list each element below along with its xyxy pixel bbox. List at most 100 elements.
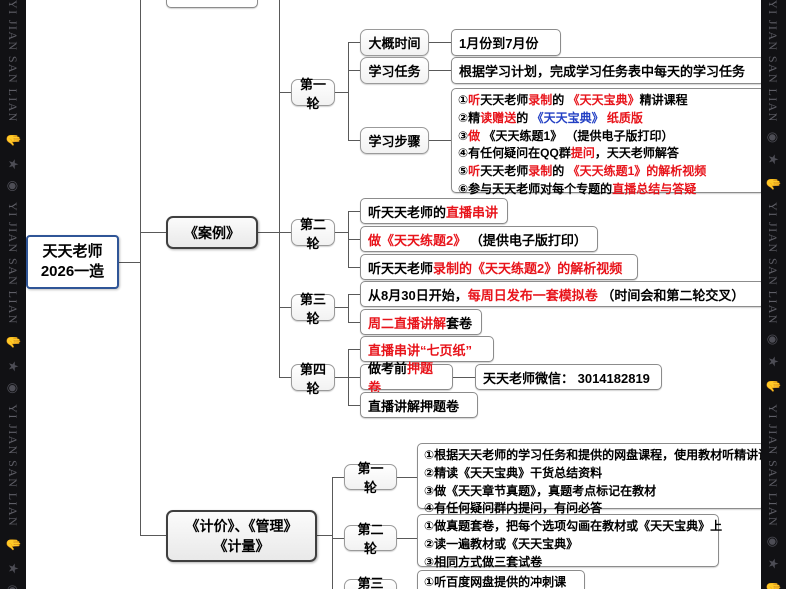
node-case-r3-item-1[interactable]: 从8月30日开始，每周日发布一套模拟卷 （时间会和第二轮交叉）	[360, 281, 765, 307]
connector	[348, 70, 360, 71]
connector	[348, 42, 360, 43]
star-icon: ★	[6, 360, 21, 374]
node-case-r2-item-3[interactable]: 听天天老师录制的《天天练题2》的解析视频	[360, 254, 638, 280]
connector	[348, 211, 360, 212]
study-step-line: ⑥参与天天老师对每个专题的直播总结与答疑	[458, 181, 758, 199]
connector	[453, 377, 475, 378]
step-number: ②	[458, 110, 469, 125]
node-rough-time-value[interactable]: 1月份到7月份	[451, 29, 561, 56]
thumbs-up-icon: ✋	[766, 175, 781, 194]
star-icon: ★	[766, 355, 781, 369]
node-case-round-2[interactable]: 第二轮	[291, 217, 335, 251]
node-case-round-3[interactable]: 第三轮	[291, 292, 335, 326]
watermark-text: YI JIAN SAN LIAN	[766, 0, 781, 123]
connector	[429, 42, 451, 43]
study-step-line: ④有任何疑问在QQ群提问，天天老师解答	[458, 145, 758, 163]
connector	[397, 477, 417, 478]
thumbs-up-icon: ✋	[6, 536, 21, 554]
node-case-r4-item-3[interactable]: 直播讲解押题卷	[360, 392, 478, 418]
connector	[334, 307, 348, 308]
node-root[interactable]: 天天老师 2026一造	[26, 235, 119, 289]
text-run: 直播讲解押题卷	[368, 398, 460, 414]
text-run: 直播串讲	[446, 204, 499, 220]
leaf-text: 听天天老师的直播串讲	[361, 202, 507, 221]
node-pricing-round-1[interactable]: 第一轮	[344, 461, 397, 495]
step-number: ⑤	[458, 164, 469, 178]
star-icon: ★	[766, 153, 781, 167]
watermark-strip: YI JIAN SAN LIAN ◉ ★ ✋ YI JIAN SAN LIAN …	[761, 0, 786, 589]
connector	[348, 377, 360, 378]
branch-pricing-line-2: 《计量》	[213, 538, 270, 554]
coin-icon: ◉	[5, 585, 21, 589]
node-case-round-1[interactable]: 第一轮	[291, 77, 335, 111]
node-study-task-value[interactable]: 根据学习计划，完成学习任务表中每天的学习任务	[451, 57, 765, 84]
text-run: 精	[468, 110, 481, 125]
node-study-steps-label[interactable]: 学习步骤	[360, 127, 429, 154]
connector	[348, 140, 360, 141]
text-run: 做考前	[368, 361, 408, 376]
node-rough-time-label[interactable]: 大概时间	[360, 29, 429, 56]
node-pricing-r3-list[interactable]: ①听百度网盘提供的冲刺课	[417, 570, 585, 589]
connector	[348, 239, 360, 240]
watermark-text: YI JIAN SAN LIAN	[766, 404, 781, 528]
star-icon: ★	[766, 557, 781, 571]
star-icon: ★	[6, 562, 21, 576]
text-run: 的	[552, 164, 568, 178]
node-wechat-contact[interactable]: 天天老师微信： 3014182819	[475, 364, 662, 390]
text-run: 录制的《天天练题2》的解析视频	[433, 260, 623, 276]
node-case-r3-item-2[interactable]: 周二直播讲解套卷	[360, 309, 482, 335]
text-run: 套卷	[446, 315, 473, 331]
node-case-r4-item-2[interactable]: 做考前押题卷	[360, 361, 453, 395]
round-1-label: 第一轮	[357, 461, 384, 495]
thumbs-up-icon: ✋	[6, 333, 21, 352]
connector	[397, 538, 417, 539]
text-run: 的	[552, 93, 568, 107]
pricing-r3-line: ①听百度网盘提供的冲刺课	[424, 575, 567, 589]
pricing-r1-line: ④有任何疑问群内提问，有问必答	[424, 501, 603, 516]
round-2-label: 第二轮	[357, 522, 384, 556]
study-steps-label: 学习步骤	[368, 134, 421, 149]
node-case-round-4[interactable]: 第四轮	[291, 362, 335, 396]
text-run: 直播总结与答疑	[612, 181, 697, 196]
connector	[118, 262, 140, 263]
connector	[279, 92, 291, 93]
text-run: 精讲课程	[639, 93, 688, 107]
connector	[279, 232, 280, 377]
pricing-r1-line: ①根据天天老师的学习任务和提供的网盘课程，使用教材听精讲课程	[424, 448, 783, 462]
text-run: 押题卷	[368, 361, 434, 395]
pricing-r2-line: ②读一遍教材或《天天宝典》	[424, 536, 579, 551]
node-case-r2-item-1[interactable]: 听天天老师的直播串讲	[360, 198, 508, 224]
text-run: 从8月30日开始，	[368, 287, 468, 303]
thumbs-up-icon: ✋	[766, 579, 781, 589]
leaf-text: 直播讲解押题卷	[361, 396, 477, 415]
leaf-text: 直播串讲“七页纸”	[361, 340, 493, 359]
node-clipped-top[interactable]	[166, 0, 258, 8]
node-study-task-label[interactable]: 学习任务	[360, 57, 429, 84]
study-task-value: 根据学习计划，完成学习任务表中每天的学习任务	[459, 64, 746, 79]
node-pricing-round-2[interactable]: 第二轮	[344, 522, 397, 556]
leaf-text: 听天天老师录制的《天天练题2》的解析视频	[361, 258, 637, 277]
text-run: 《天天练题1》的解析视频	[567, 164, 707, 178]
connector	[279, 377, 291, 378]
node-branch-cases[interactable]: 《案例》	[166, 216, 258, 249]
text-run: （提供电子版打印）	[466, 232, 587, 248]
node-case-r2-item-2[interactable]: 做《天天练题2》 （提供电子版打印）	[360, 226, 598, 252]
text-run: 录制	[528, 164, 553, 178]
node-branch-pricing[interactable]: 《计价》、《管理》 《计量》	[166, 510, 317, 562]
text-run: 《天天练题1》 （提供电子版打印）	[480, 128, 674, 143]
text-run: 直播串讲“七页纸”	[368, 342, 473, 358]
node-pricing-round-3[interactable]: 第三轮	[344, 576, 397, 589]
pricing-r2-line: ①做真题套卷，把每个选项勾画在教材或《天天宝典》上	[424, 519, 723, 533]
text-run: 的	[516, 110, 532, 125]
step-number: ④	[458, 146, 469, 161]
node-case-r4-item-1[interactable]: 直播串讲“七页纸”	[360, 336, 494, 362]
watermark-strip: YI JIAN SAN LIAN ✋ ★ ◉ YI JIAN SAN LIAN …	[0, 0, 26, 589]
text-run: 听天天老师	[368, 260, 434, 276]
text-run: 赠送	[492, 110, 517, 125]
leaf-text: 做考前押题卷	[361, 358, 452, 396]
connector	[334, 92, 348, 93]
